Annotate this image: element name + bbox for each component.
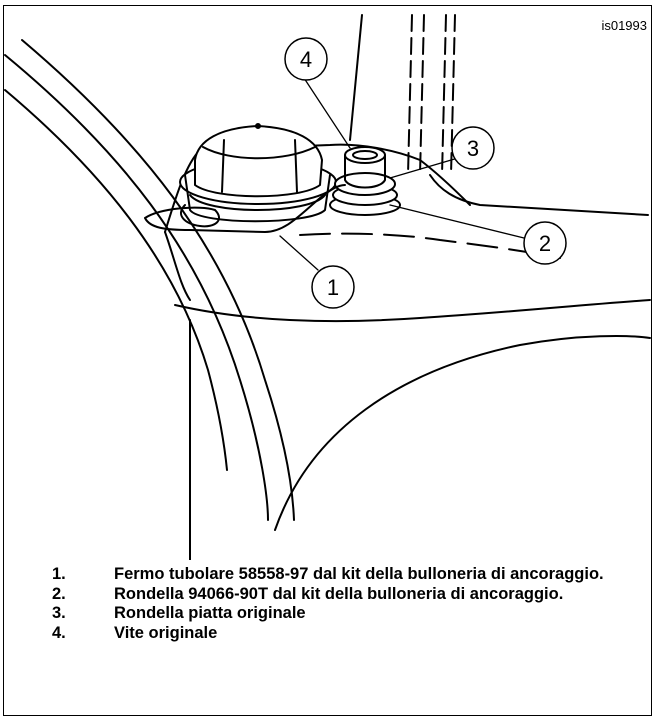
svg-text:4: 4 (300, 47, 312, 72)
legend-item: 3. Rondella piatta originale (52, 604, 642, 624)
legend-list: 1. Fermo tubolare 58558-97 dal kit della… (52, 565, 642, 643)
legend-item: 4. Vite originale (52, 624, 642, 644)
legend-text: Vite originale (114, 623, 218, 642)
legend-text: Rondella 94066-90T dal kit della bullone… (114, 584, 564, 603)
svg-text:3: 3 (467, 136, 479, 161)
frame-tubes (189, 14, 649, 560)
screw-assembly (329, 146, 401, 216)
hidden-edge (299, 232, 561, 259)
legend-number: 1. (52, 565, 66, 583)
callout-4: 4 (284, 37, 328, 81)
legend-number: 2. (52, 584, 66, 603)
svg-text:1: 1 (327, 275, 339, 300)
callout-3: 3 (451, 126, 495, 170)
legend-text: Rondella piatta originale (114, 604, 306, 622)
legend-number: 4. (52, 623, 66, 642)
figure-frame (3, 5, 652, 716)
lower-body-edge (174, 299, 651, 323)
hose (4, 39, 295, 521)
plate-underside (164, 231, 191, 301)
figure-id: is01993 (601, 18, 647, 33)
legend-item: 1. Fermo tubolare 58558-97 dal kit della… (52, 565, 642, 585)
reservoir-cap (179, 123, 337, 223)
legend-item: 2. Rondella 94066-90T dal kit della bull… (52, 585, 642, 605)
callout-2: 2 (523, 221, 567, 265)
lower-body (274, 335, 651, 531)
tube-retainer (144, 184, 346, 233)
leader-lines (279, 77, 525, 271)
legend-number: 3. (52, 604, 66, 622)
technical-drawing: 1 2 3 4 (4, 14, 651, 560)
legend-text: Fermo tubolare 58558-97 dal kit della bu… (114, 565, 604, 583)
svg-text:2: 2 (539, 231, 551, 256)
callout-1: 1 (311, 265, 355, 309)
